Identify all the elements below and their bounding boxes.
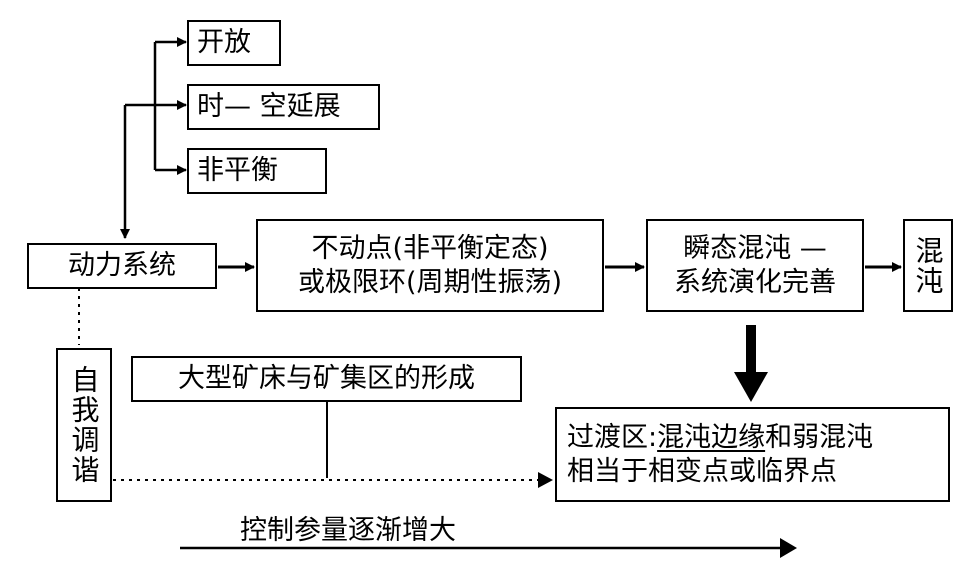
down-arrow [734,325,768,402]
node-self-harmony-label: 自我调谐 [67,365,101,485]
node-transition-line2: 相当于相变点或临界点 [567,455,837,487]
node-spacetime: 时— 空延展 [187,84,380,130]
control-axis-arrow [180,538,797,558]
node-transient-chaos-line2: 系统演化完善 [674,266,836,298]
branch-connector [120,37,187,239]
node-nonequilibrium-label: 非平衡 [197,155,278,187]
node-fixed-point-line1: 不动点(非平衡定态) [311,232,549,264]
node-ore-formation-label: 大型矿床与矿集区的形成 [178,363,475,395]
node-spacetime-label: 时— 空延展 [197,91,341,123]
node-transition-line1: 过渡区:混沌边缘和弱混沌 [567,421,873,455]
node-chaos: 混沌 [903,219,953,312]
node-nonequilibrium: 非平衡 [187,148,327,194]
transition-chaos-edge: 混沌边缘 [657,421,766,453]
node-transition-zone: 过渡区:混沌边缘和弱混沌 相当于相变点或临界点 [555,407,950,502]
dotted-arrow-head [538,472,553,488]
node-self-harmony: 自我调谐 [56,348,112,502]
node-chaos-label: 混沌 [911,235,945,296]
node-ore-formation: 大型矿床与矿集区的形成 [131,356,522,402]
node-transient-chaos-line1: 瞬态混沌 — [683,232,827,264]
node-fixed-point-line2: 或极限环(周期性振荡) [297,266,563,298]
node-transient-chaos: 瞬态混沌 — 系统演化完善 [646,219,864,312]
node-dynamic-system: 动力系统 [27,243,217,289]
node-fixed-point: 不动点(非平衡定态) 或极限环(周期性振荡) [256,219,604,312]
dotted-connectors [78,288,540,481]
control-axis-label: 控制参量逐渐增大 [240,515,456,546]
transition-prefix: 过渡区: [567,421,658,453]
node-open: 开放 [187,20,281,66]
transition-suffix: 和弱混沌 [765,421,874,453]
node-dynamic-system-label: 动力系统 [68,250,176,282]
node-open-label: 开放 [197,27,251,59]
